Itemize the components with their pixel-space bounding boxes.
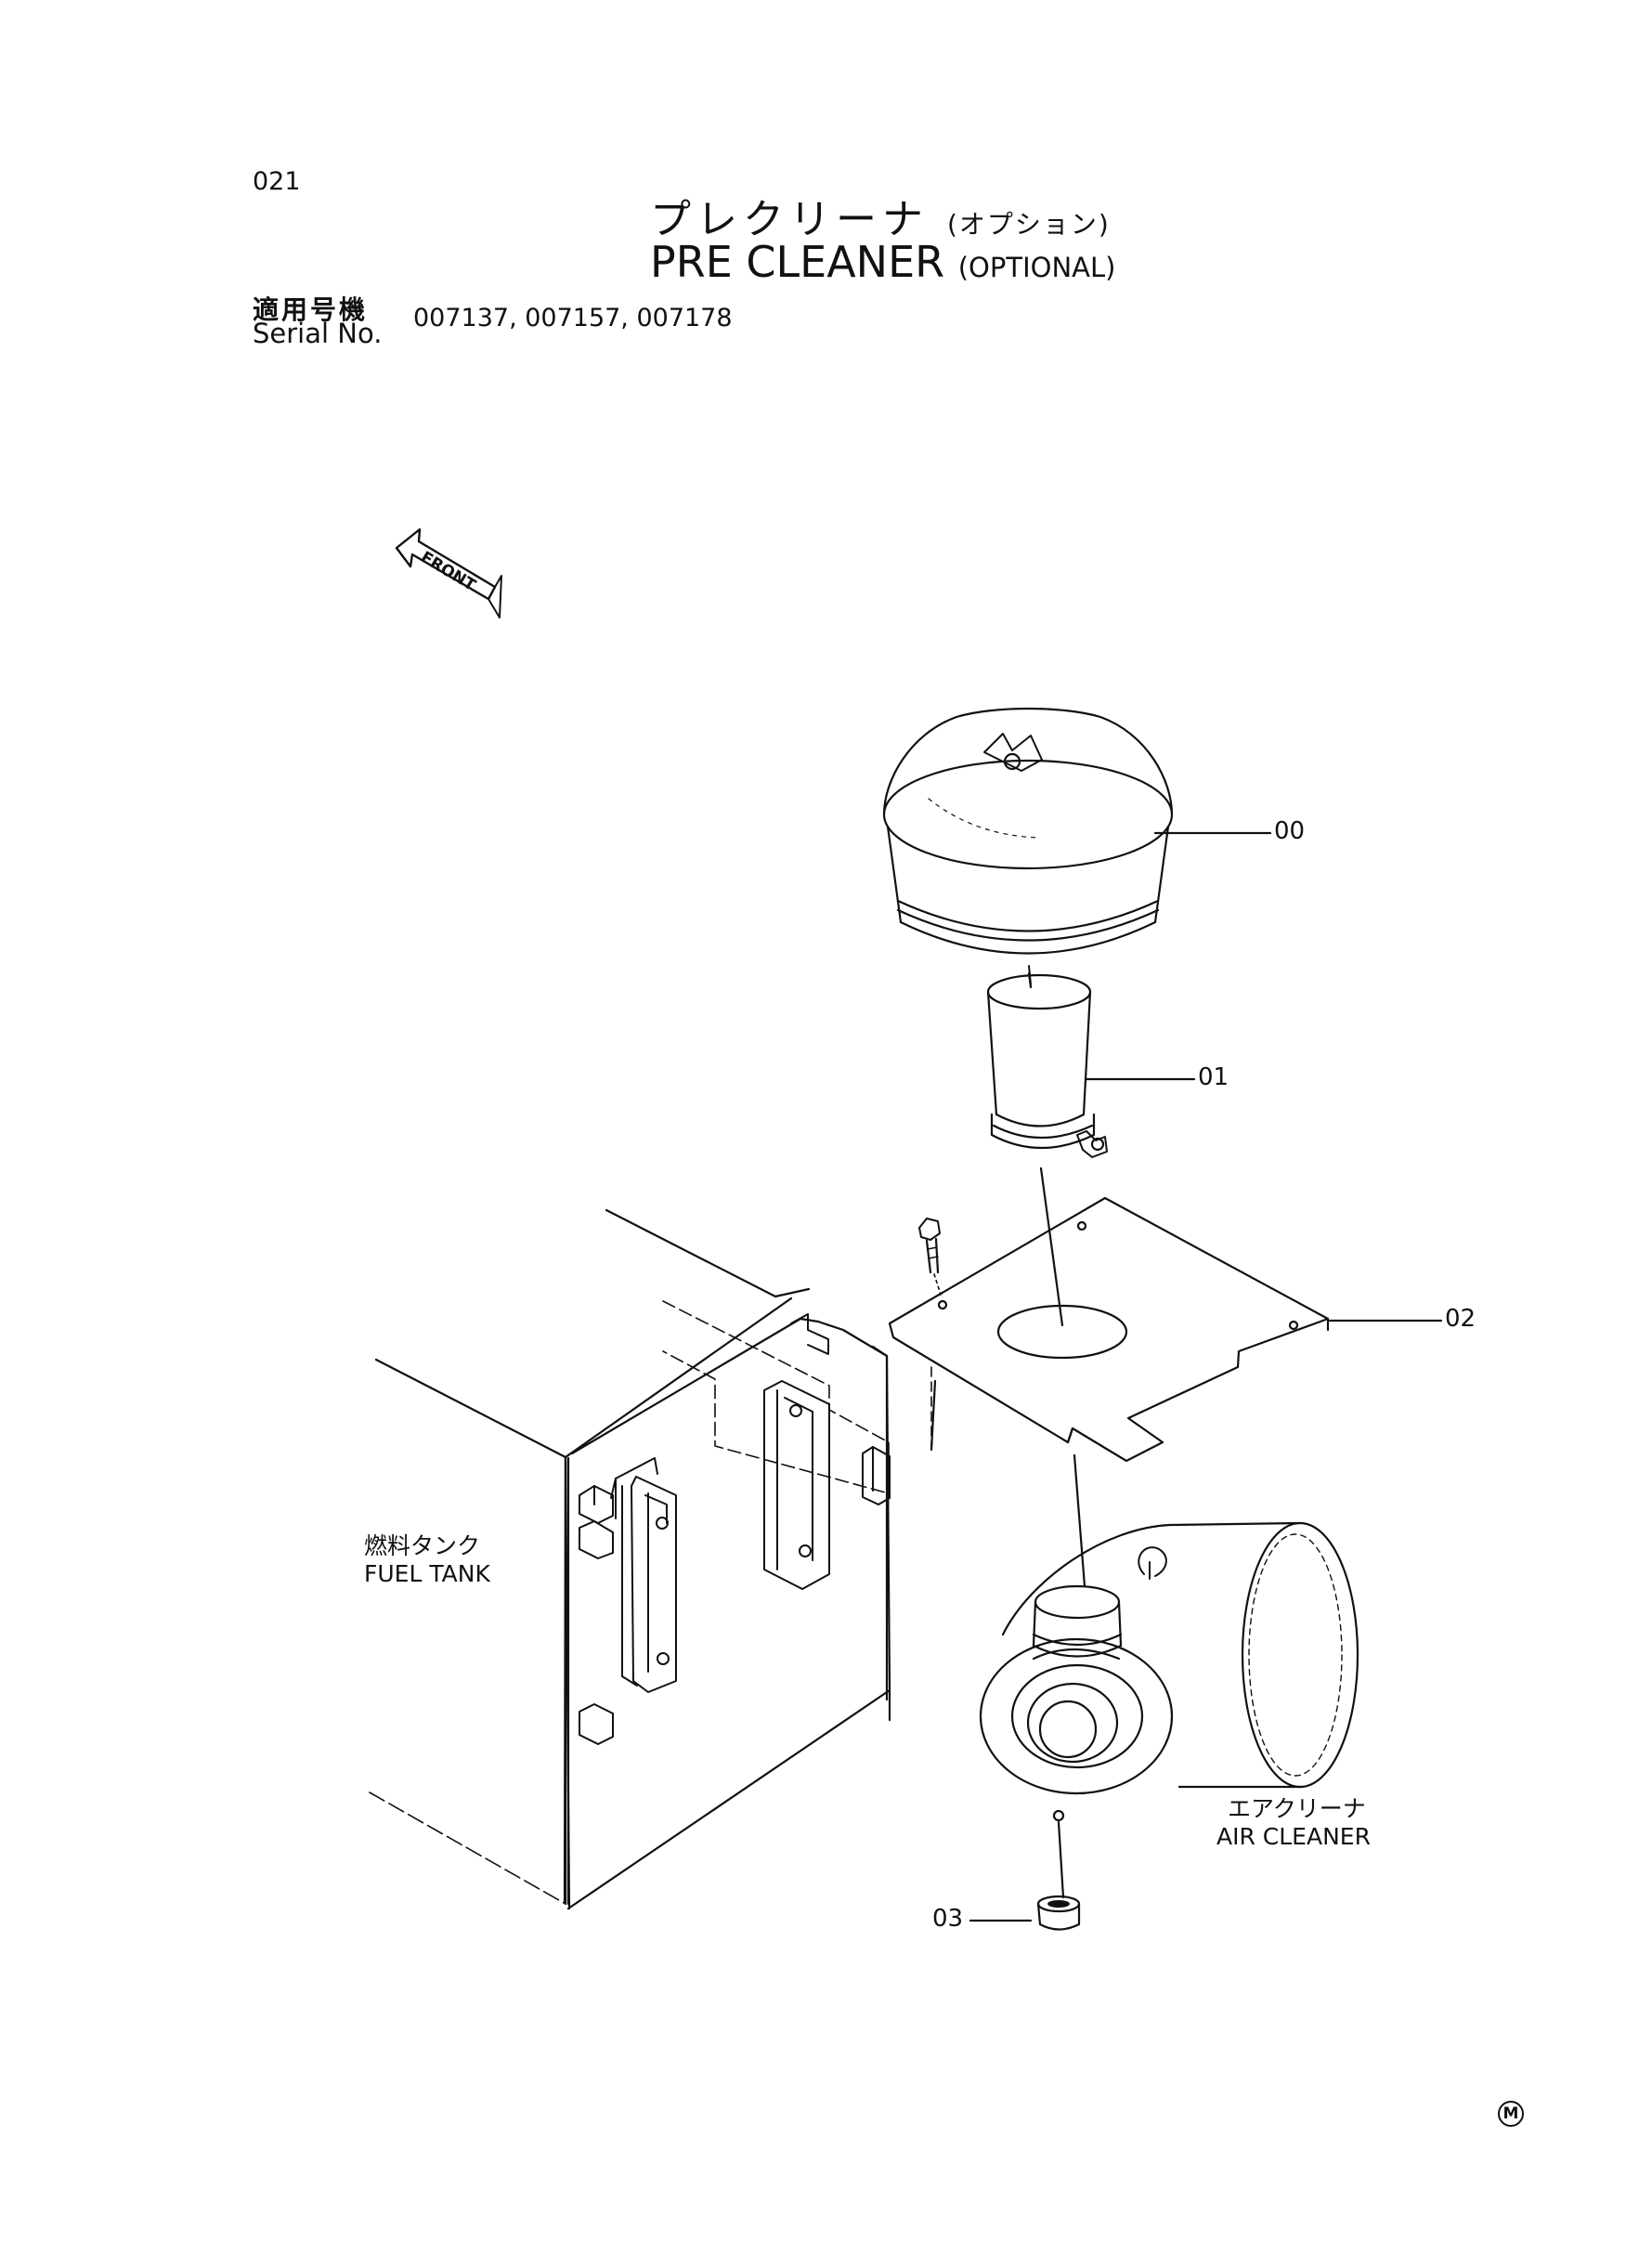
callout-03: 03 — [932, 1905, 964, 1933]
tank-clip-lower-left — [579, 1703, 614, 1745]
assembly-line-cap-pipe — [1028, 965, 1032, 985]
fuel-tank-label-english: FUEL TANK — [364, 1560, 490, 1587]
callout-00: 00 — [1274, 817, 1306, 845]
air-cleaner-label-japanese: エアクリーナ — [1228, 1795, 1366, 1822]
callout-01: 01 — [1198, 1063, 1229, 1091]
tank-clip-mid-left — [579, 1520, 614, 1559]
assembly-line-plate-cleaner — [1073, 1453, 1086, 1588]
serial-values: 007137, 007157, 007178 — [413, 304, 733, 332]
air-cleaner — [979, 1521, 1359, 1822]
front-arrow-icon: FRONT — [395, 528, 502, 619]
title-japanese-main: プレクリーナ — [650, 196, 929, 243]
tank-clip-top-left — [579, 1485, 614, 1524]
page-number: 021 — [253, 167, 301, 196]
title-english-sub: (OPTIONAL) — [957, 252, 1116, 283]
mounting-bolt — [918, 1218, 942, 1296]
title-japanese: プレクリーナ (オプション) — [650, 186, 1111, 245]
inlet-pipe — [986, 971, 1108, 1158]
m-mark-icon: M — [1498, 2101, 1524, 2127]
tank-clip-right — [862, 1446, 891, 1505]
pre-cleaner-cap — [882, 707, 1174, 955]
title-english-main: PRE CLEANER — [650, 237, 945, 287]
fuel-tank-label-japanese: 燃料タンク — [364, 1532, 481, 1559]
title-english: PRE CLEANER (OPTIONAL) — [650, 237, 1115, 287]
serial-label-english: Serial No. — [253, 318, 383, 349]
air-cleaner-label-english: AIR CLEANER — [1216, 1823, 1371, 1850]
title-japanese-sub: (オプション) — [947, 209, 1111, 240]
tank-bracket-left — [610, 1457, 677, 1693]
tank-bracket-center — [763, 1313, 830, 1590]
mounting-plate — [888, 1196, 1330, 1463]
serial-label-japanese: 適用号機 — [253, 294, 369, 325]
callout-02: 02 — [1445, 1305, 1476, 1333]
assembly-line-cleaner-cap — [1057, 1820, 1065, 1899]
rubber-cap — [1036, 1895, 1081, 1931]
assembly-line-pipe-plate — [1039, 1166, 1064, 1327]
